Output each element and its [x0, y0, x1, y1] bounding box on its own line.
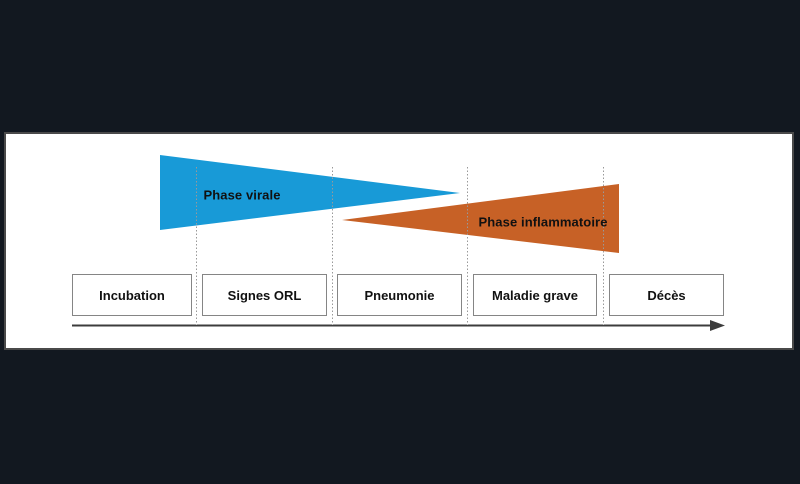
viral-phase-triangle	[160, 155, 460, 230]
stage-label-incubation: Incubation	[99, 287, 165, 303]
diagram-panel: Phase virale Phase inflammatoire Incubat…	[4, 132, 794, 350]
timeline-arrowhead-icon	[710, 320, 725, 331]
stage-box-maladie-grave: Maladie grave	[473, 274, 597, 316]
stage-box-signes-orl: Signes ORL	[202, 274, 327, 316]
inflammatory-phase-triangle	[342, 184, 619, 253]
stage-label-maladie-grave: Maladie grave	[492, 287, 578, 303]
inflammatory-phase-label: Phase inflammatoire	[478, 214, 608, 230]
stage-divider-4	[603, 167, 604, 325]
stage-label-deces: Décès	[647, 287, 686, 303]
stage-divider-2	[332, 167, 333, 325]
stage-label-signes-orl: Signes ORL	[227, 287, 302, 303]
stage-box-pneumonie: Pneumonie	[337, 274, 462, 316]
stage-divider-3	[467, 167, 468, 325]
viral-phase-label: Phase virale	[203, 187, 281, 203]
stage-divider-1	[196, 167, 197, 325]
stage-box-deces: Décès	[609, 274, 724, 316]
phase-shapes-canvas	[72, 155, 725, 331]
stage-box-incubation: Incubation	[72, 274, 192, 316]
stage-label-pneumonie: Pneumonie	[364, 287, 435, 303]
